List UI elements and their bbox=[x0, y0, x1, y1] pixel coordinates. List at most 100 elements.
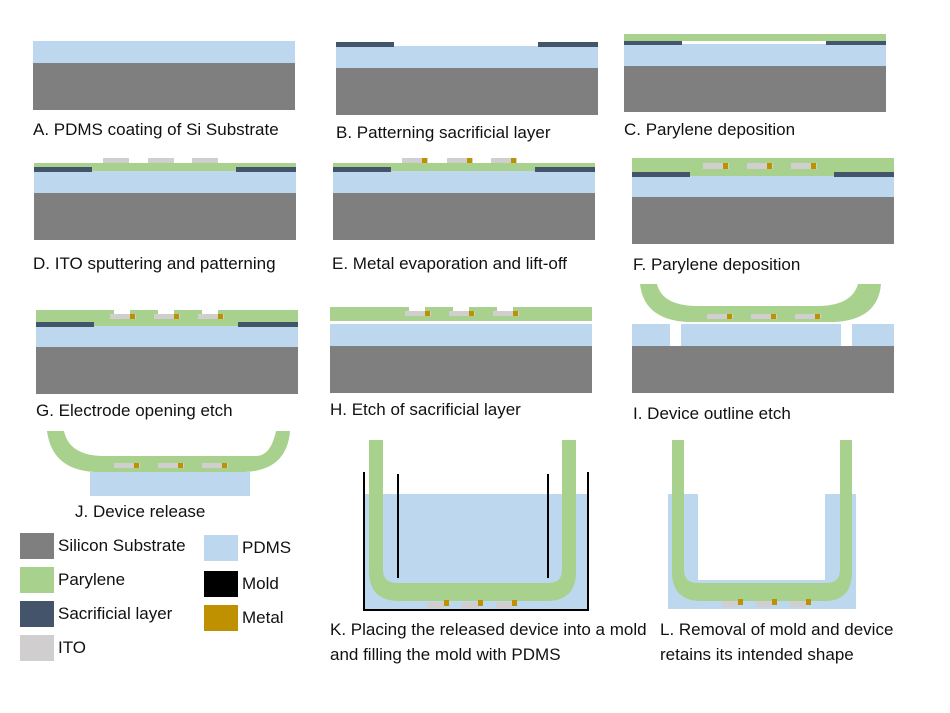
parylene-layer bbox=[624, 34, 886, 41]
panel-e-diagram bbox=[333, 158, 595, 240]
pdms-layer bbox=[36, 325, 298, 347]
ito-pad bbox=[198, 314, 224, 319]
caption-step-g: G. Electrode opening etch bbox=[36, 401, 233, 420]
pdms-block-center bbox=[681, 324, 841, 346]
metal-contact bbox=[444, 600, 449, 606]
pdms-block-left bbox=[632, 324, 670, 346]
legend-swatch bbox=[20, 635, 54, 661]
metal-contact bbox=[425, 311, 430, 316]
panel-b-diagram bbox=[336, 42, 598, 115]
legend-swatch bbox=[204, 605, 238, 631]
legend-label: Metal bbox=[242, 608, 284, 627]
metal-contact bbox=[767, 163, 772, 169]
ito-pad bbox=[192, 158, 218, 163]
legend-item-pdms: PDMS bbox=[204, 535, 291, 561]
metal-contact bbox=[772, 599, 777, 605]
caption-step-c: C. Parylene deposition bbox=[624, 120, 796, 139]
legend-item-silicon: Silicon Substrate bbox=[20, 533, 186, 559]
caption-step-a: A. PDMS coating of Si Substrate bbox=[33, 120, 279, 139]
ito-pad bbox=[493, 311, 519, 316]
pdms-layer bbox=[624, 44, 886, 66]
parylene-curved-device bbox=[640, 284, 881, 322]
caption-step-l: L. Removal of mold and device retains it… bbox=[660, 620, 894, 664]
sacrificial-layer-left bbox=[36, 322, 94, 327]
metal-contact bbox=[130, 314, 135, 319]
ito-pad bbox=[491, 158, 517, 163]
metal-contact bbox=[478, 600, 483, 606]
metal-contact bbox=[811, 163, 816, 169]
caption-step-e: E. Metal evaporation and lift-off bbox=[332, 254, 567, 273]
pdms-layer bbox=[330, 324, 592, 346]
electrode-opening bbox=[158, 306, 174, 314]
sacrificial-layer-left bbox=[333, 167, 391, 172]
ito-pad bbox=[462, 602, 478, 608]
metal-contact bbox=[511, 158, 516, 163]
ito-pad bbox=[202, 463, 228, 468]
ito-pad bbox=[110, 314, 136, 319]
silicon-layer bbox=[624, 66, 886, 112]
legend-item-ito: ITO bbox=[20, 635, 86, 661]
legend-item-sacrificial: Sacrificial layer bbox=[20, 601, 172, 627]
sacrificial-layer-right bbox=[834, 172, 894, 177]
pdms-block-right bbox=[852, 324, 894, 346]
sacrificial-layer-left bbox=[632, 172, 690, 177]
metal-contact bbox=[806, 599, 811, 605]
ito-pad bbox=[154, 314, 180, 319]
silicon-layer bbox=[333, 193, 595, 240]
caption-step-f: F. Parylene deposition bbox=[633, 255, 801, 274]
metal-contact bbox=[727, 314, 732, 319]
legend-label: Parylene bbox=[58, 570, 126, 589]
metal-contact bbox=[134, 463, 139, 468]
electrode-opening bbox=[453, 303, 469, 311]
ito-pad bbox=[790, 601, 806, 607]
metal-contact bbox=[218, 314, 223, 319]
ito-pad bbox=[405, 311, 431, 316]
ito-pad bbox=[447, 158, 473, 163]
silicon-layer bbox=[33, 63, 295, 110]
caption-step-d: D. ITO sputtering and patterning bbox=[33, 254, 276, 273]
electrode-opening bbox=[409, 303, 425, 311]
sacrificial-layer-right bbox=[826, 40, 886, 45]
ito-pad bbox=[751, 314, 777, 319]
metal-contact bbox=[771, 314, 776, 319]
legend-label: Silicon Substrate bbox=[58, 536, 186, 555]
panel-l-diagram bbox=[668, 440, 856, 609]
legend-item-mold: Mold bbox=[204, 571, 279, 597]
parylene-layer bbox=[34, 163, 296, 171]
ito-pad bbox=[707, 314, 733, 319]
panel-h-diagram bbox=[330, 303, 592, 393]
pdms-block bbox=[90, 472, 250, 496]
electrode-opening bbox=[202, 306, 218, 314]
legend-label: Sacrificial layer bbox=[58, 604, 173, 623]
metal-contact bbox=[467, 158, 472, 163]
caption-step-i: I. Device outline etch bbox=[633, 404, 791, 423]
legend-swatch bbox=[204, 571, 238, 597]
electrode-opening bbox=[114, 306, 130, 314]
ito-pad bbox=[756, 601, 772, 607]
mold-outline bbox=[363, 472, 589, 611]
caption-step-h: H. Etch of sacrificial layer bbox=[330, 400, 521, 419]
parylene-curved-device bbox=[47, 431, 290, 472]
silicon-layer bbox=[36, 347, 298, 394]
metal-contact bbox=[513, 311, 518, 316]
panel-i-diagram bbox=[632, 284, 894, 393]
legend-swatch bbox=[20, 601, 54, 627]
panel-k-diagram bbox=[363, 440, 589, 611]
sacrificial-layer-right bbox=[238, 322, 298, 327]
sacrificial-layer-left bbox=[34, 167, 92, 172]
silicon-layer bbox=[336, 68, 598, 115]
parylene-u-device bbox=[672, 440, 852, 601]
ito-pad bbox=[791, 163, 817, 169]
caption-step-k: K. Placing the released device into a mo… bbox=[330, 620, 647, 664]
caption-step-j: J. Device release bbox=[75, 502, 206, 521]
panel-j-diagram bbox=[47, 431, 290, 496]
pdms-layer bbox=[632, 175, 894, 197]
ito-pad bbox=[402, 158, 428, 163]
legend-item-parylene: Parylene bbox=[20, 567, 125, 593]
silicon-layer bbox=[330, 346, 592, 393]
legend-label: PDMS bbox=[242, 538, 292, 557]
sacrificial-layer-right bbox=[535, 167, 595, 172]
ito-pad bbox=[148, 158, 174, 163]
legend-swatch bbox=[20, 567, 54, 593]
